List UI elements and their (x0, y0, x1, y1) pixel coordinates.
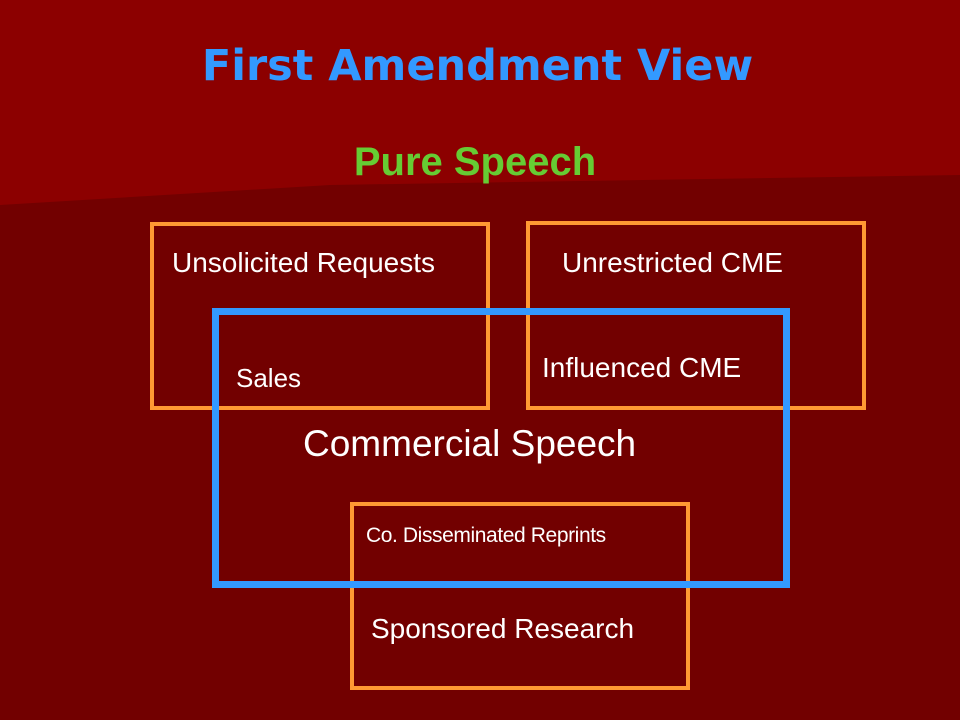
unrestricted-cme-label: Unrestricted CME (562, 247, 783, 278)
co-disseminated-reprints-label: Co. Disseminated Reprints (366, 524, 606, 547)
commercial-speech-box (212, 308, 790, 588)
sales-label: Sales (236, 363, 302, 393)
unrestricted-cme-box (526, 221, 866, 410)
slide-title: First Amendment View (201, 41, 754, 91)
commercial-speech-label: Commercial Speech (303, 423, 637, 464)
influenced-cme-label: Influenced CME (542, 352, 742, 383)
sponsored-research-box (350, 502, 690, 690)
unsolicited-requests-label: Unsolicited Requests (172, 247, 436, 278)
sponsored-research-label: Sponsored Research (371, 613, 635, 644)
pure-speech-subtitle: Pure Speech (353, 140, 597, 184)
unsolicited-requests-box (150, 222, 490, 410)
